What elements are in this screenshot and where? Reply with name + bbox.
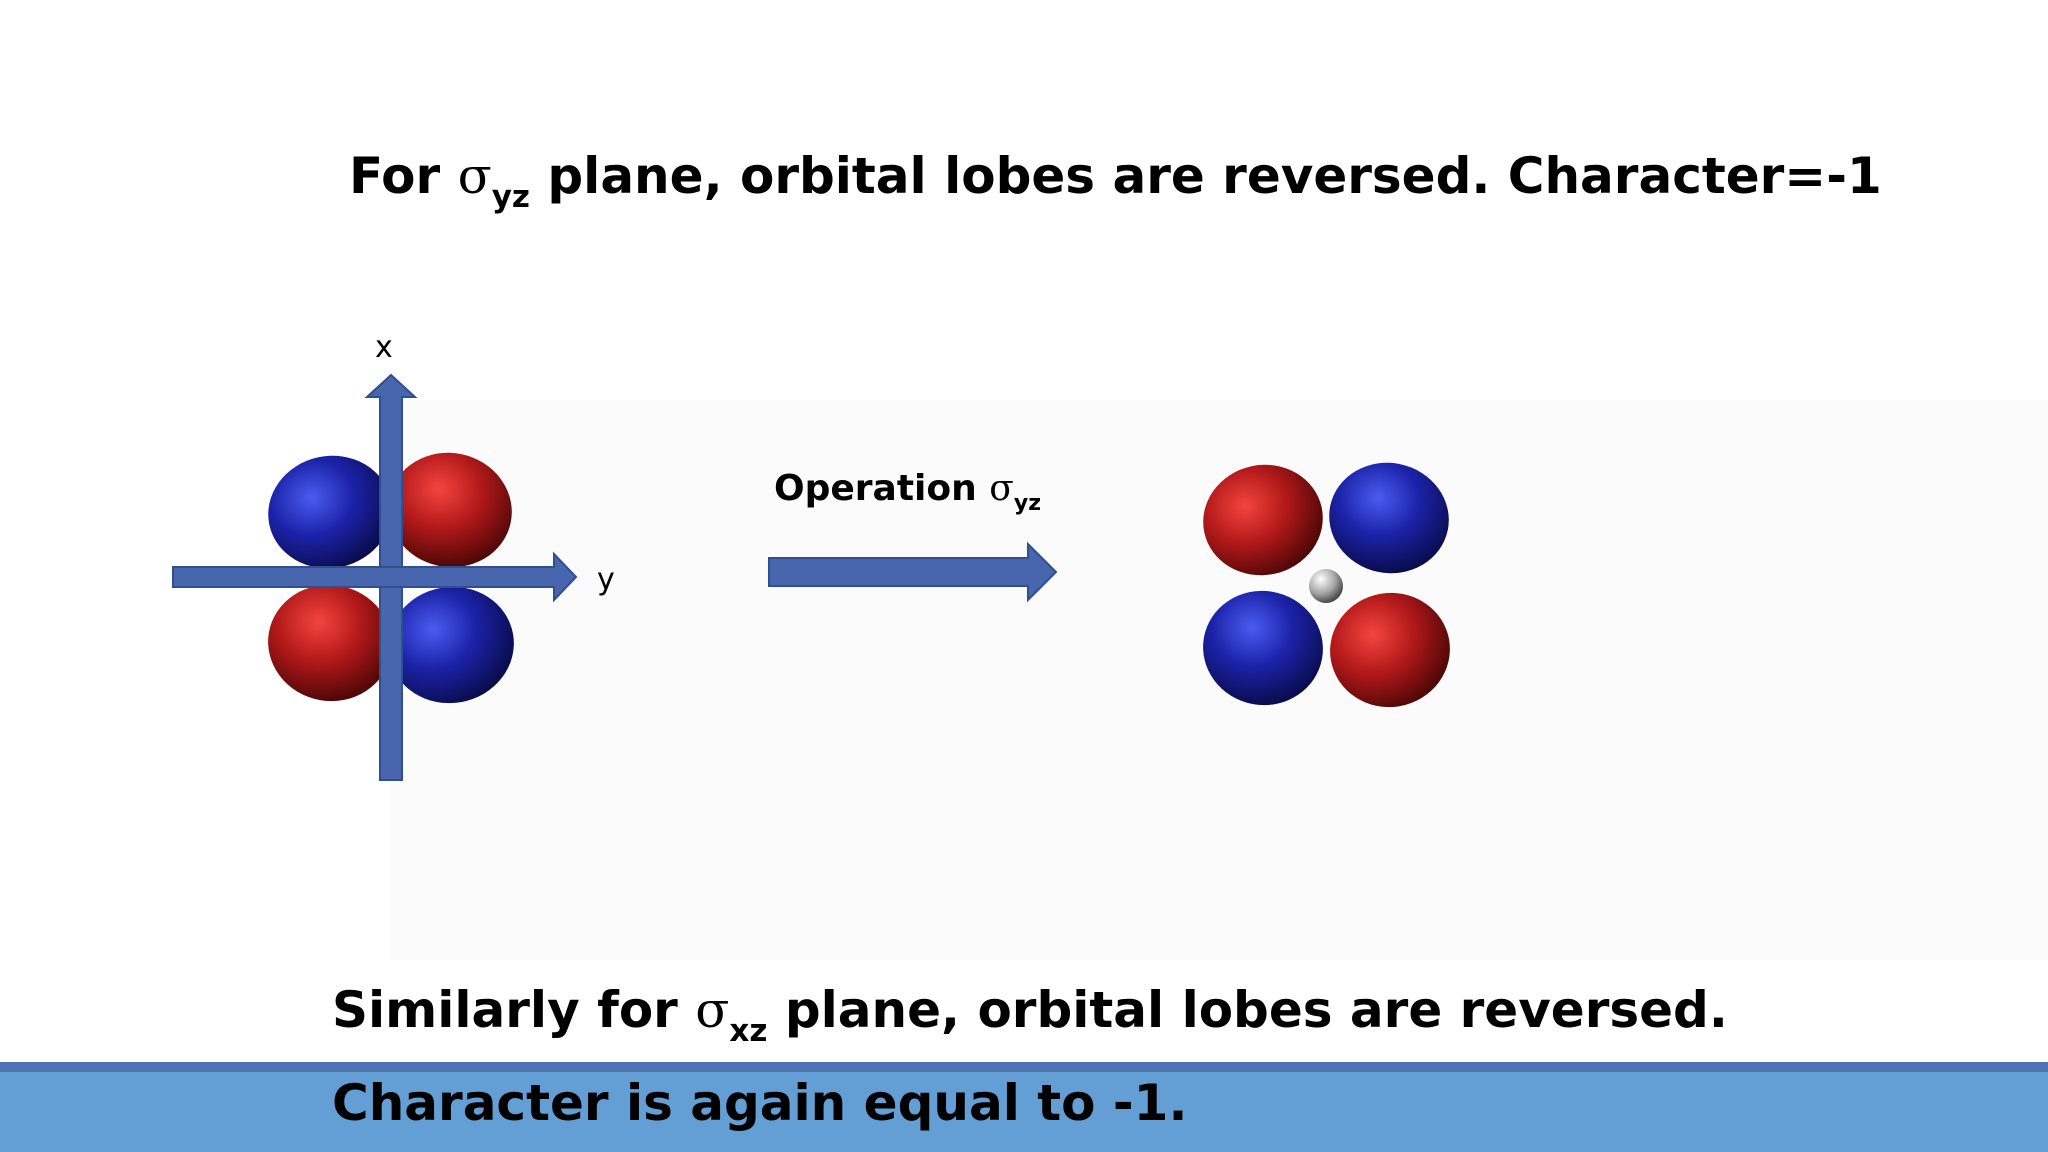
title-suffix: plane, orbital lobes are reversed. Chara…	[547, 147, 1882, 205]
sigma-symbol: σ	[457, 147, 492, 205]
lobe-top-left-red	[1203, 464, 1323, 576]
bottom-subscript: xz	[729, 1013, 768, 1049]
coordinate-axes	[172, 373, 578, 781]
lobe-bottom-right-blue	[388, 586, 514, 704]
operation-arrow	[768, 541, 1058, 603]
bottom-sigma: σ	[695, 981, 730, 1039]
title-subscript: yz	[491, 179, 530, 215]
bottom-text: Similarly for σxz plane, orbital lobes a…	[332, 974, 1832, 1139]
operation-subscript: yz	[1013, 491, 1042, 516]
lobe-top-right-red	[388, 452, 512, 568]
lobe-bottom-left-blue	[1203, 590, 1323, 706]
original-orbital	[268, 452, 514, 704]
footer-band-line	[0, 1062, 2048, 1072]
y-axis-label: y	[597, 562, 615, 597]
operation-sigma: σ	[989, 468, 1014, 509]
operation-label: Operation σyz	[774, 468, 1041, 516]
operation-text: Operation	[774, 468, 977, 509]
bottom-suffix: plane, orbital lobes are reversed. Chara…	[332, 981, 1728, 1132]
bottom-prefix: Similarly for	[332, 981, 678, 1039]
slide-title: For σyz plane, orbital lobes are reverse…	[349, 140, 1949, 233]
lobe-top-left-blue	[268, 455, 392, 569]
lobe-bottom-left-red	[268, 584, 392, 702]
reflected-orbital	[1203, 462, 1450, 708]
title-prefix: For	[349, 147, 441, 205]
lobe-top-right-blue	[1329, 462, 1449, 574]
y-axis-arrow	[172, 551, 578, 603]
x-axis-label: x	[375, 330, 393, 365]
lobe-bottom-right-red	[1330, 592, 1450, 708]
nucleus	[1309, 569, 1343, 603]
footer-band	[0, 1072, 2048, 1152]
